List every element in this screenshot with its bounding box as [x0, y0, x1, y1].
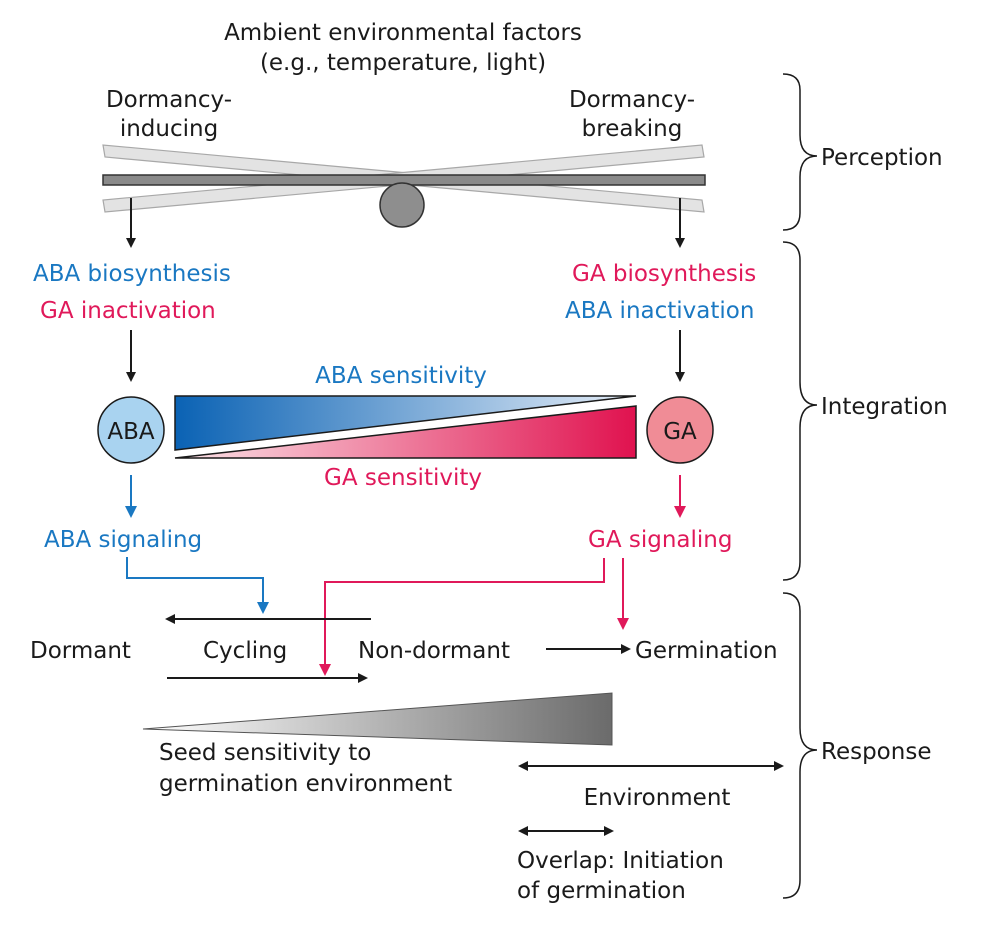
- cycling-label: Cycling: [203, 638, 287, 664]
- response-bracket: [782, 592, 818, 899]
- seed-sensitivity-label-line2: germination environment: [159, 771, 452, 797]
- dormancy-inducing-label-line1: Dormancy-: [106, 87, 232, 113]
- overlap-label-line2: of germination: [517, 878, 686, 904]
- dormancy-breaking-label-line2: breaking: [582, 116, 683, 142]
- ga-sensitivity-wedge: [174, 405, 637, 459]
- ga-circle-label: GA: [663, 419, 697, 445]
- aba-circle-label: ABA: [107, 419, 155, 445]
- aba-sensitivity-wedge: [174, 395, 637, 451]
- ga-sensitivity-label: GA sensitivity: [324, 465, 482, 491]
- seed-sensitivity-label-line1: Seed sensitivity to: [159, 740, 371, 766]
- dormancy-inducing-label-line2-text: inducing: [120, 116, 218, 142]
- ga-signaling-label: GA signaling: [588, 527, 732, 553]
- perception-bracket: [782, 73, 818, 231]
- balance-scale: [102, 144, 706, 228]
- integration-label: Integration: [821, 394, 948, 420]
- perception-label: Perception: [821, 145, 943, 171]
- dormancy-breaking-label-line1: Dormancy-: [569, 87, 695, 113]
- ga-signaling-path-to-cycling: [319, 558, 605, 676]
- environment-label: Environment: [584, 785, 731, 811]
- aba-biosynthesis-label: ABA biosynthesis: [33, 261, 231, 287]
- ga-circle: [646, 396, 714, 464]
- seed-sensitivity-wedge: [142, 692, 613, 746]
- ga-inactivation-label: GA inactivation: [40, 298, 216, 324]
- ga-biosynthesis-label: GA biosynthesis: [572, 261, 756, 287]
- aba-signaling-path: [126, 557, 269, 614]
- response-label: Response: [821, 739, 931, 765]
- aba-circle: [97, 396, 165, 464]
- germination-label: Germination: [635, 638, 778, 664]
- dormant-label: Dormant: [30, 638, 131, 664]
- non-dormant-label: Non-dormant: [358, 638, 510, 664]
- aba-inactivation-label: ABA inactivation: [565, 298, 754, 324]
- header-line1: Ambient environmental factors: [224, 20, 582, 46]
- fulcrum: [379, 182, 425, 228]
- integration-bracket: [782, 241, 818, 581]
- overlap-label-line1: Overlap: Initiation: [517, 848, 724, 874]
- aba-sensitivity-label: ABA sensitivity: [315, 363, 487, 389]
- header-line2: (e.g., temperature, light): [260, 50, 546, 76]
- aba-signaling-label: ABA signaling: [44, 527, 202, 553]
